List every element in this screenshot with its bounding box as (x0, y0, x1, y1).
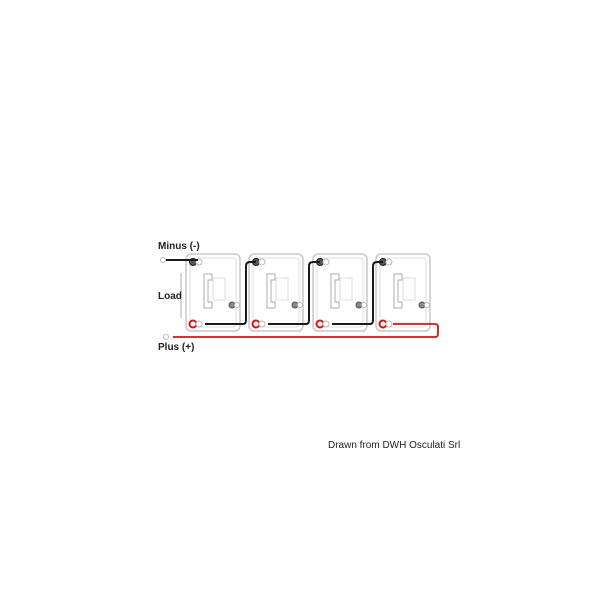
terminal-nut (322, 320, 330, 328)
series-link-wire (205, 261, 256, 325)
negative-lead-connector (160, 257, 166, 263)
battery-inner-outline (252, 257, 300, 328)
battery-inner-outline (379, 257, 427, 328)
battery-handle (266, 273, 276, 309)
battery-label-area (402, 277, 416, 301)
battery-handle (393, 273, 403, 309)
terminal-nut (385, 258, 393, 266)
terminal-nut (195, 320, 203, 328)
positive-lead-connector (163, 334, 169, 340)
terminal-nut (385, 320, 393, 328)
battery-label-area (339, 277, 353, 301)
positive-terminal (251, 319, 261, 329)
minus-label: Minus (-) (158, 241, 200, 252)
load-label: Load (158, 291, 182, 302)
battery-handle (330, 273, 340, 309)
positive-terminal (315, 319, 325, 329)
positive-terminal (188, 319, 198, 329)
terminal-nut (258, 320, 266, 328)
vent-cap-icon (297, 302, 303, 308)
series-link-wire (332, 261, 383, 325)
battery-inner-outline (316, 257, 364, 328)
positive-lead-wire (173, 323, 439, 338)
vent-cap-icon (234, 302, 240, 308)
terminal-nut (258, 258, 266, 266)
credit-text: Drawn from DWH Osculati Srl (328, 440, 461, 451)
battery-handle (203, 273, 213, 309)
battery-inner-outline (189, 257, 237, 328)
battery-label-area (212, 277, 226, 301)
terminal-nut (322, 258, 330, 266)
vent-cap-icon (361, 302, 367, 308)
plus-label: Plus (+) (158, 342, 195, 353)
vent-cap-icon (424, 302, 430, 308)
positive-terminal (378, 319, 388, 329)
series-link-wire (268, 261, 320, 325)
battery-label-area (275, 277, 289, 301)
